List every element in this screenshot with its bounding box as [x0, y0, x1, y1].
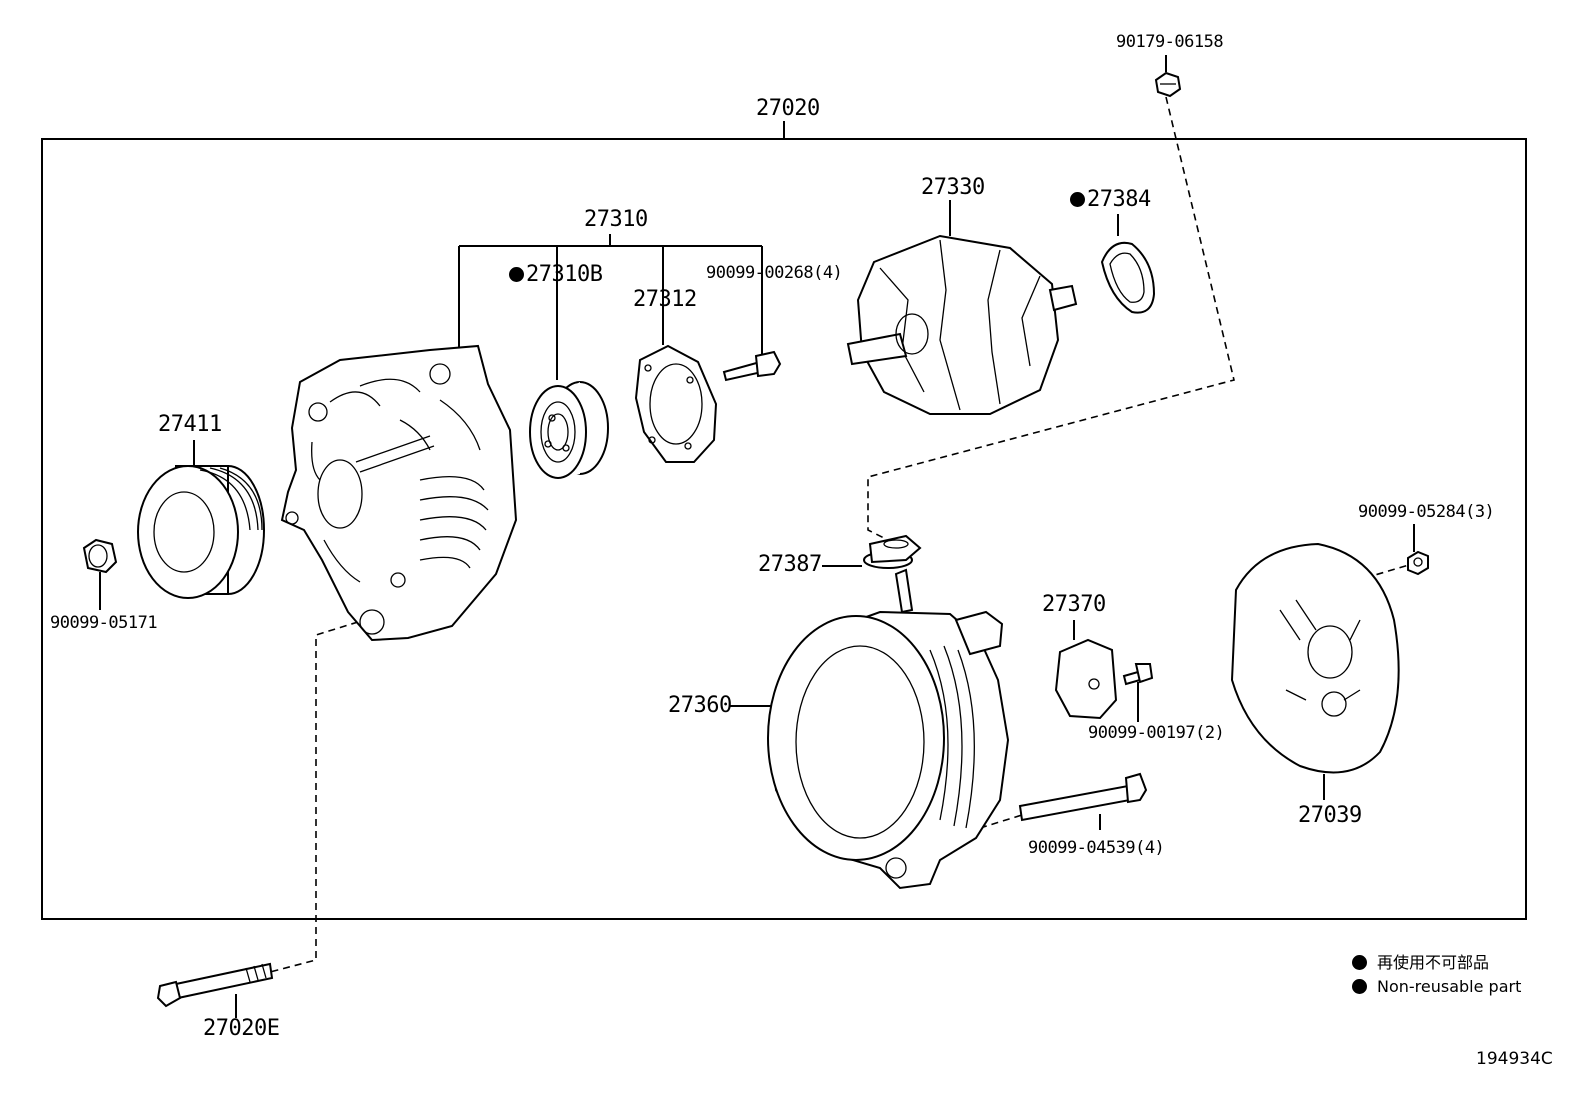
legend-english-text: Non-reusable part [1377, 977, 1522, 996]
dashed-line-through-bolt [269, 621, 359, 973]
through-bolt-icon [1018, 772, 1148, 822]
label-27387: 27387 [758, 552, 822, 577]
label-27384: 27384 [1070, 189, 1151, 211]
label-27360: 27360 [668, 693, 732, 718]
label-27039: 27039 [1298, 803, 1362, 828]
label-90099-05284: 90099-05284(3) [1358, 502, 1495, 522]
legend-english: Non-reusable part [1352, 978, 1521, 996]
non-reusable-marker-icon [509, 267, 524, 282]
pulley-icon [137, 465, 265, 599]
label-27310: 27310 [584, 207, 648, 232]
non-reusable-marker-icon [1352, 955, 1367, 970]
label-27370: 27370 [1042, 592, 1106, 617]
drive-end-frame-icon [280, 344, 518, 642]
label-27310B-text: 27310B [526, 262, 603, 287]
pulley-nut-icon [82, 538, 118, 574]
label-27330: 27330 [921, 175, 985, 200]
retainer-screw-icon [722, 350, 782, 382]
bearing-icon [529, 381, 609, 480]
label-27312: 27312 [633, 287, 697, 312]
terminal-nut-icon [1154, 71, 1182, 98]
non-reusable-marker-icon [1070, 192, 1085, 207]
brush-holder-icon [1054, 638, 1118, 720]
label-90099-00197: 90099-00197(2) [1088, 723, 1225, 743]
label-90099-05171: 90099-05171 [50, 613, 158, 633]
dashed-line-terminal-nut [867, 96, 1235, 539]
non-reusable-marker-icon [1352, 979, 1367, 994]
rectifier-end-frame-icon [767, 568, 1010, 890]
bracket-27310 [458, 234, 763, 380]
legend-japanese-text: 再使用不可部品 [1377, 953, 1490, 972]
mounting-bolt-icon [156, 962, 274, 1008]
label-27411: 27411 [158, 412, 222, 437]
retainer-plate-icon [634, 344, 718, 463]
label-90099-00268: 90099-00268(4) [706, 263, 843, 283]
brush-holder-screw-icon [1122, 663, 1154, 686]
cover-nut-icon [1407, 550, 1429, 576]
figure-id: 194934C [1476, 1049, 1553, 1069]
rotor-icon [846, 234, 1078, 415]
label-90179-06158: 90179-06158 [1116, 32, 1224, 52]
label-27384-text: 27384 [1087, 187, 1151, 212]
label-90099-04539: 90099-04539(4) [1028, 838, 1165, 858]
terminal-insulator-icon [863, 534, 922, 569]
label-27310B: 27310B [509, 262, 603, 287]
legend-japanese: 再使用不可部品 [1352, 954, 1489, 972]
label-27020E: 27020E [203, 1016, 280, 1041]
rear-cover-icon [1230, 542, 1400, 774]
label-27020: 27020 [756, 96, 820, 121]
rotor-collar-icon [1100, 241, 1156, 314]
